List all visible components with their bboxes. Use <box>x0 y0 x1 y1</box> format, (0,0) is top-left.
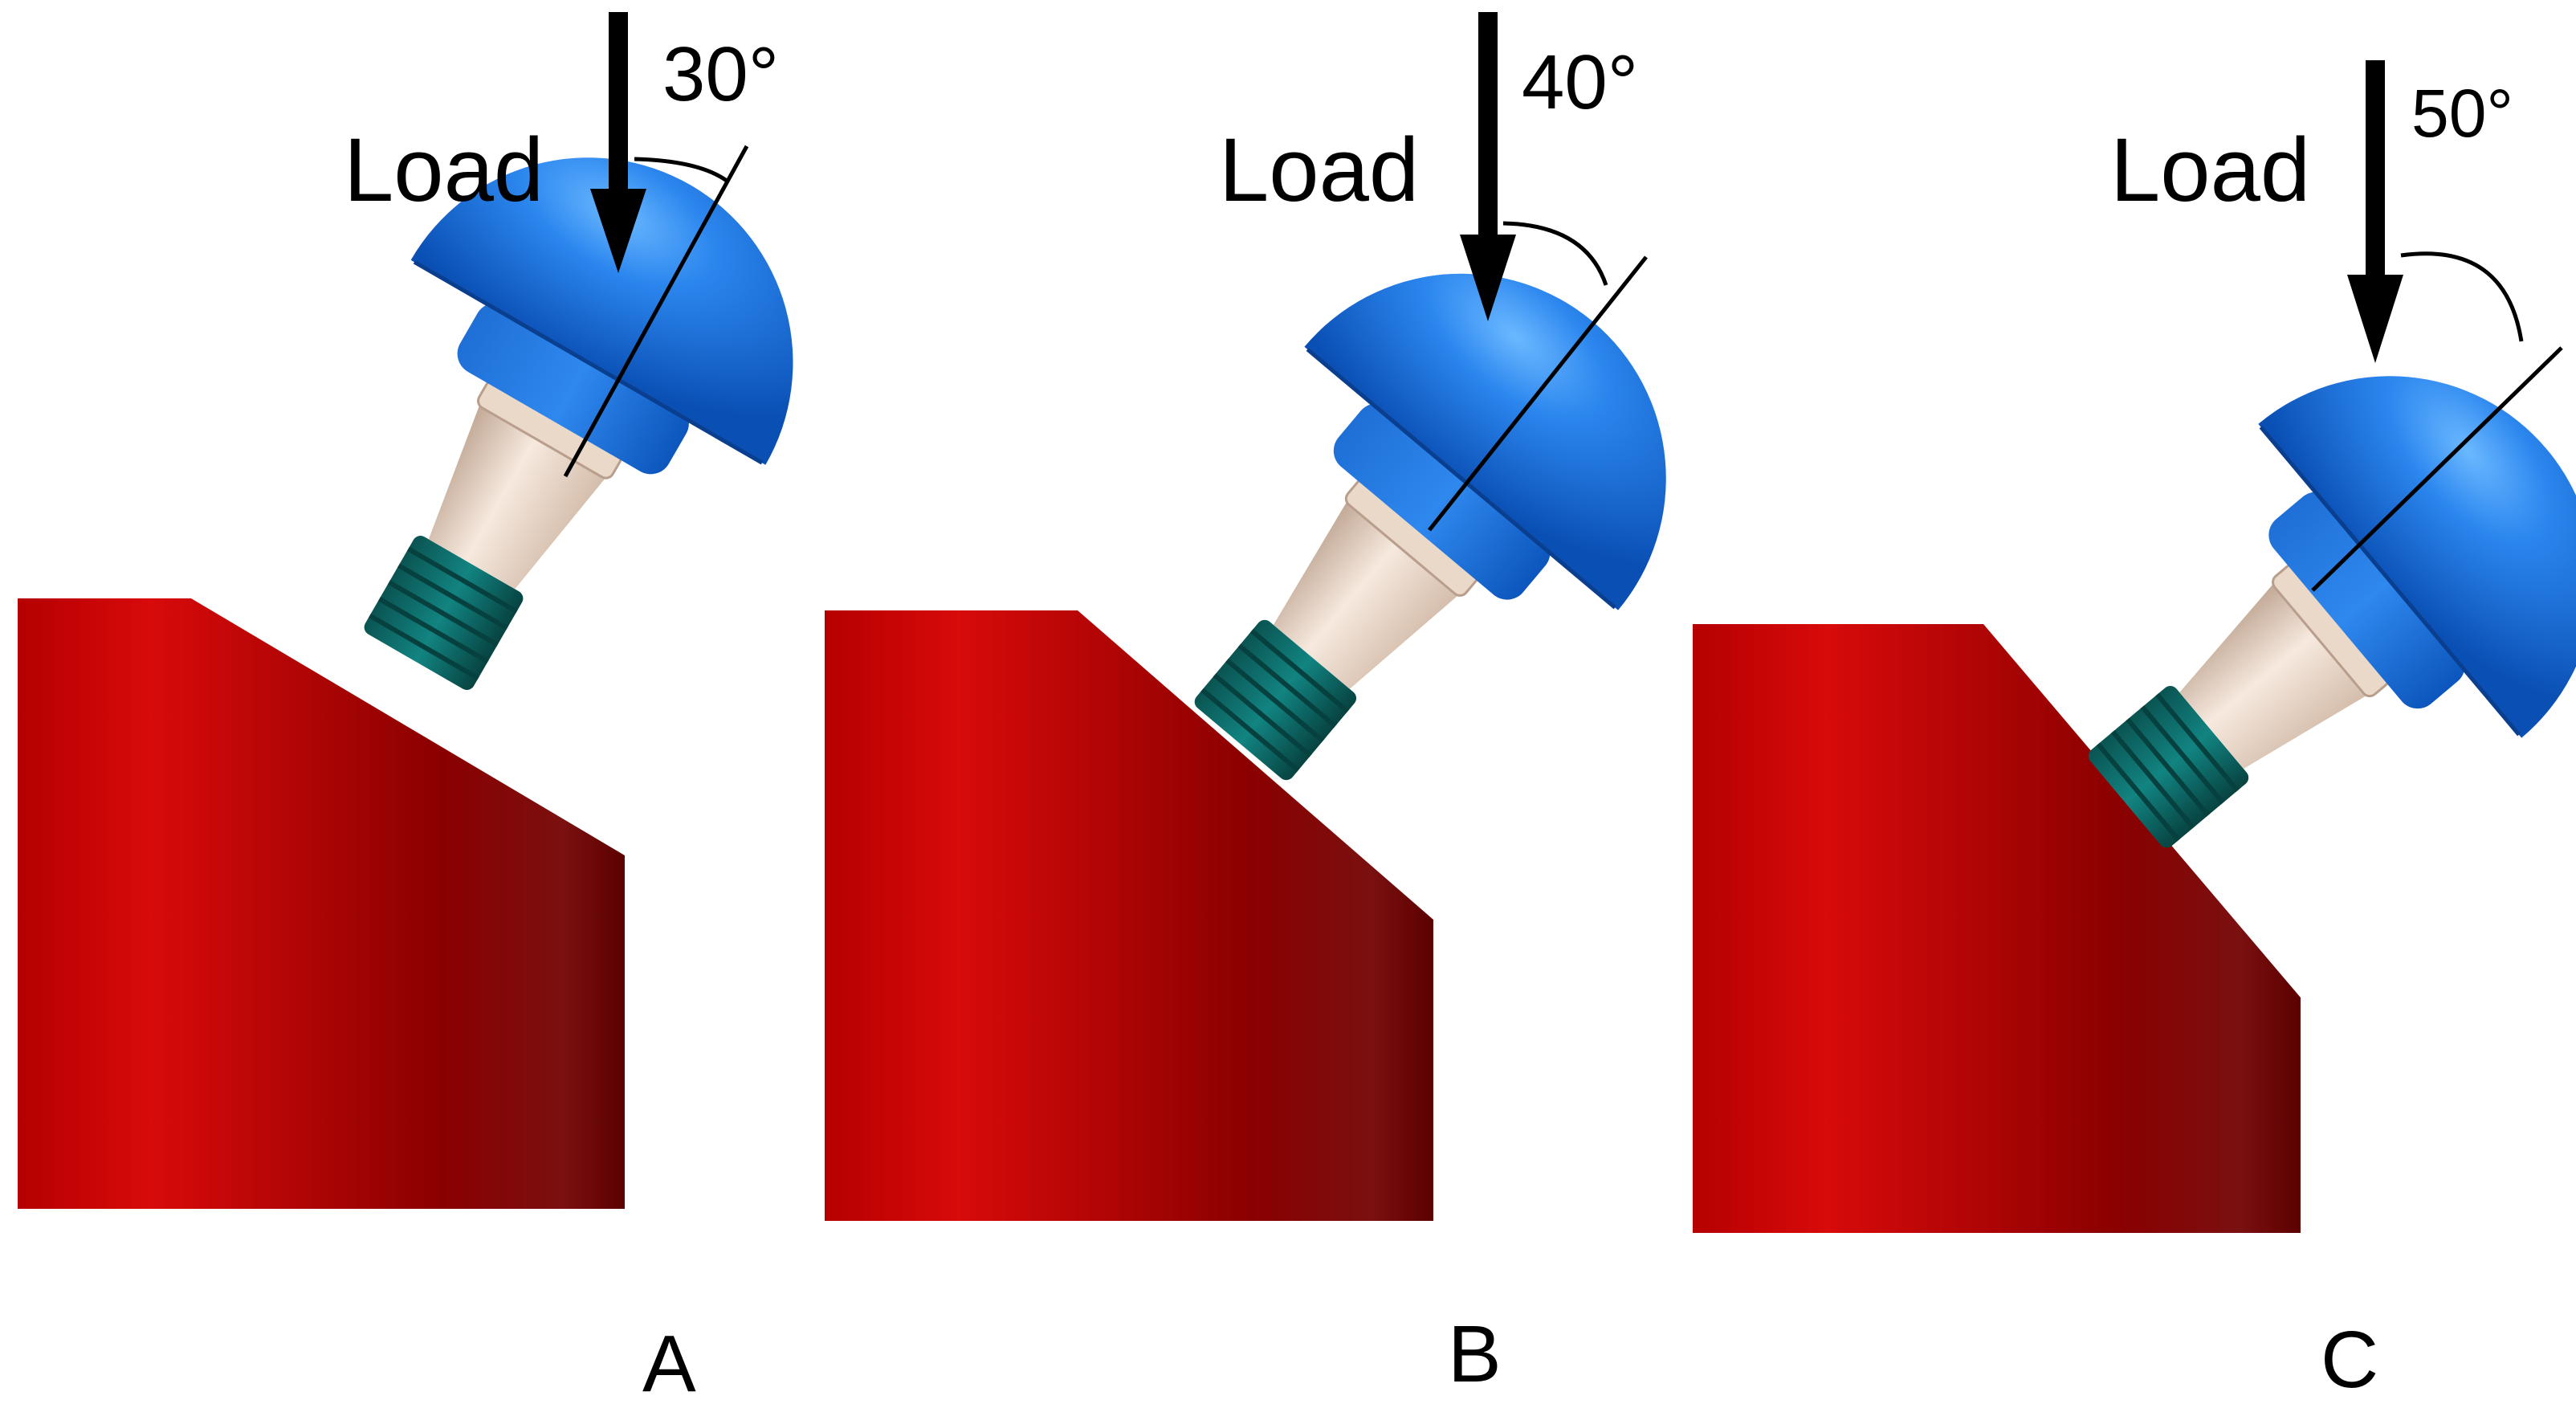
panel-c-label: C <box>2321 1315 2378 1404</box>
panel-a-angle-label: 30° <box>662 31 779 117</box>
panel-a-implant-axis <box>563 145 749 478</box>
panel-b-implant <box>1194 273 1666 781</box>
panel-a-implant-collar <box>457 303 689 475</box>
panel-a-implant <box>364 157 793 690</box>
panel-c-bone-block <box>1693 624 2301 1233</box>
panel-b-load-label: Load <box>1219 120 1419 220</box>
panel-a-implant-thread <box>364 536 524 690</box>
panel-c-implant-neck <box>2179 578 2373 769</box>
panel-c-head-seam <box>2259 426 2521 737</box>
panel-c-implant-axis <box>2311 346 2563 592</box>
panel-c-load-arrow-head <box>2347 275 2403 363</box>
panel-c-angle-arc <box>2400 251 2524 342</box>
panel-b-head-seam <box>1306 348 1616 610</box>
panel-b-bone-block <box>825 610 1433 1221</box>
panel-c-load-label: Load <box>2110 120 2310 220</box>
panel-a-load-label: Load <box>344 120 544 220</box>
panel-c: Load 50° C <box>1693 60 2576 1404</box>
panel-b-implant-collar <box>1333 403 1551 600</box>
panel-b-angle-label: 40° <box>1522 39 1638 125</box>
panel-b-label: B <box>1448 1309 1502 1399</box>
panel-c-implant-collar <box>2268 492 2465 709</box>
panel-a-head-seam <box>413 260 764 465</box>
panel-b-implant-thread <box>1194 619 1357 781</box>
panel-b-angle-arc <box>1502 221 1608 286</box>
panel-c-implant-head <box>2258 376 2576 738</box>
panel-a-implant-neck <box>428 398 610 590</box>
panel-b-implant-neck <box>1273 496 1464 689</box>
panel-c-implant-thread <box>2088 685 2249 848</box>
panel-b-implant-axis <box>1428 255 1648 532</box>
panel-a-load-arrow-head <box>590 189 646 273</box>
panel-a-bone-block <box>18 598 625 1209</box>
panel-a-angle-arc <box>634 157 728 183</box>
panel-c-implant <box>2088 376 2576 848</box>
panel-b: Load 40° B <box>825 12 1666 1399</box>
panel-b-load-arrow-head <box>1460 235 1516 321</box>
panel-b-implant-head <box>1304 273 1666 610</box>
panel-a: Load 30° A <box>18 12 793 1404</box>
panel-a-label: A <box>642 1319 696 1404</box>
panel-c-angle-label: 50° <box>2411 76 2513 151</box>
